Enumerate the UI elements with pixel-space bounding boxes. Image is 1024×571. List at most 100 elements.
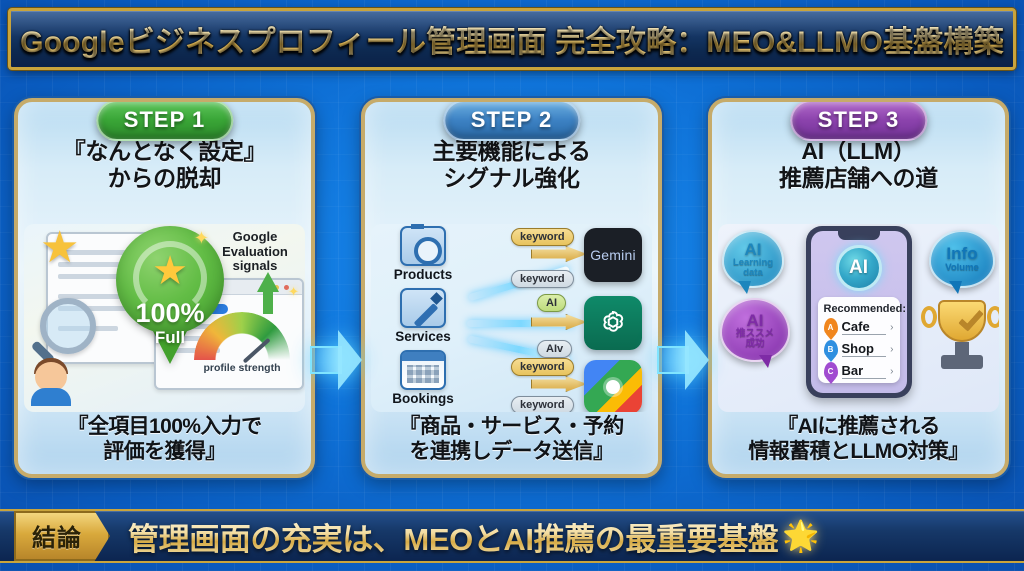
step-2-illustration: Products Services Bookings: [371, 224, 652, 412]
google-maps-app-icon: [584, 360, 642, 412]
list-item[interactable]: B Shop ›: [823, 340, 894, 358]
ai-learning-data-bubble: AI Learning data: [722, 230, 784, 294]
step-panel-2[interactable]: STEP 2 主要機能による シグナル強化 Products Services: [361, 98, 662, 478]
bubble-title: Info: [946, 244, 978, 264]
recommendation-list: Recommended: A Cafe › B Shop ›: [817, 297, 906, 383]
openai-app-icon: [584, 296, 642, 350]
chevron-right-icon: ›: [890, 365, 894, 377]
keyword-tag: keyword: [511, 396, 574, 412]
profile-strength-gauge: profile strength: [194, 312, 290, 374]
bubble-title: AI: [746, 310, 764, 330]
flow-arrow-2-icon: [657, 330, 709, 390]
header-bar: Googleビジネスプロフィール管理画面 完全攻略：MEO&LLMO基盤構築: [8, 8, 1016, 70]
star-icon: ★: [40, 224, 80, 272]
transfer-arrow-icon: [531, 376, 587, 392]
gauge-label: profile strength: [203, 362, 281, 374]
ai-orb-icon: AI: [835, 245, 882, 291]
conclusion-text: 管理画面の充実は、MEOとAI推薦の最重要基盤: [128, 514, 779, 559]
conclusion-tag-wrap: 結論: [14, 511, 110, 561]
avatar: [30, 358, 74, 406]
steps-row: STEP 1 『なんとなく設定』 からの脱却: [0, 78, 1024, 496]
source-products-label: Products: [393, 267, 453, 282]
pencil-icon: [400, 288, 446, 328]
conclusion-tag: 結論: [14, 511, 110, 561]
step-caption-1: 『全項目100%入力で 評価を獲得』: [18, 414, 311, 464]
list-item[interactable]: C Bar ›: [823, 362, 894, 380]
ai-recommendation-success-bubble: AI 推ススメ 成功: [720, 298, 790, 368]
smartphone-mockup[interactable]: AI Recommended: A Cafe › B Shop: [805, 226, 912, 398]
bubble-sub1: Learning: [732, 256, 774, 268]
map-pin-a-icon: A: [823, 318, 838, 336]
conclusion-bar: 結論 管理画面の充実は、MEOとAI推薦の最重要基盤 🌟: [0, 505, 1024, 567]
map-pin-b-icon: B: [823, 340, 838, 358]
page-title: Googleビジネスプロフィール管理画面 完全攻略：MEO&LLMO基盤構築: [20, 17, 1004, 61]
step-caption-1-line2: 評価を獲得』: [103, 439, 226, 463]
info-volume-bubble: Info Volume: [929, 230, 995, 294]
pin-star-icon: ★: [152, 249, 188, 293]
gemini-app-icon: Gemini: [584, 228, 642, 282]
pin-subtext: Full: [154, 328, 186, 347]
growth-arrow-icon: [257, 272, 279, 314]
camera-icon: [400, 224, 446, 266]
keyword-tag: AI: [537, 294, 566, 312]
transfer-arrow-icon: [531, 246, 587, 262]
step-badge-2: STEP 2: [442, 102, 581, 141]
sparkle-icon: ✦: [288, 284, 299, 299]
step-heading-2: 主要機能による シグナル強化: [365, 138, 658, 192]
source-services-label: Services: [395, 329, 451, 344]
pin-percent: 100%: [135, 298, 205, 328]
pin-letter: C: [827, 366, 834, 376]
trophy-icon: [921, 300, 999, 378]
bubble-sub1: Volume: [945, 261, 979, 273]
list-item[interactable]: A Cafe ›: [823, 318, 894, 336]
step-caption-3-line1: 『AIに推薦される: [777, 414, 940, 438]
bubble-title: AI: [744, 239, 762, 259]
chevron-right-icon: ›: [890, 321, 894, 333]
source-bookings: Bookings: [377, 350, 469, 406]
step-heading-1: 『なんとなく設定』 からの脱却: [18, 138, 311, 192]
transfer-arrow-icon: [531, 314, 587, 330]
phone-notch: [837, 231, 880, 240]
step-heading-1-line1: 『なんとなく設定』: [62, 138, 267, 164]
step-heading-3-line1: AI（LLM）: [801, 138, 916, 164]
bubble-sub2: data: [743, 266, 763, 278]
step-heading-2-line1: 主要機能による: [432, 138, 591, 164]
step-panel-1[interactable]: STEP 1 『なんとなく設定』 からの脱却: [14, 98, 315, 478]
gemini-label: Gemini: [590, 247, 636, 263]
list-item-label: Bar: [841, 363, 887, 379]
keyword-tag: keyword: [511, 228, 574, 246]
completion-pin: ★ 100% Full: [116, 226, 224, 366]
google-evaluation-signals-label: Google Evaluation signals: [222, 229, 288, 274]
step-badge-1: STEP 1: [95, 102, 234, 141]
step-caption-2-line2: を連携しデータ送信』: [409, 439, 615, 463]
step-caption-3: 『AIに推薦される 情報蓄積とLLMO対策』: [712, 414, 1005, 464]
step-caption-2-line1: 『商品・サービス・予約: [399, 414, 624, 438]
step-heading-3-line2: 推薦店舗への道: [779, 165, 938, 192]
source-services: Services: [377, 288, 469, 344]
step-1-illustration: profile strength ★ ★ 100% Full Google Ev…: [24, 224, 305, 412]
step-panel-3[interactable]: STEP 3 AI（LLM） 推薦店舗への道 AI Learning data …: [708, 98, 1009, 478]
data-stream: [467, 320, 575, 327]
source-feature-list: Products Services Bookings: [377, 224, 469, 412]
step-heading-2-line2: シグナル強化: [443, 165, 580, 192]
pin-letter: B: [827, 344, 834, 354]
flow-arrow-1-icon: [310, 330, 362, 390]
bubble-sub2: 成功: [745, 337, 765, 349]
pin-letter: A: [827, 322, 834, 332]
source-bookings-label: Bookings: [392, 391, 454, 406]
sparkle-icon: ✦: [193, 228, 209, 248]
list-item-label: Shop: [841, 341, 887, 357]
chevron-right-icon: ›: [890, 343, 894, 355]
step-heading-3: AI（LLM） 推薦店舗への道: [712, 138, 1005, 192]
keyword-tag: keyword: [511, 358, 574, 376]
bubble-sub1: 推ススメ: [735, 327, 774, 339]
source-products: Products: [377, 224, 469, 282]
conclusion-band: [0, 509, 1024, 563]
step-caption-3-line2: 情報蓄積とLLMO対策』: [748, 439, 969, 463]
step-badge-3: STEP 3: [789, 102, 928, 141]
step-heading-1-line2: からの脱却: [107, 165, 222, 192]
magnifier-icon: [40, 298, 96, 354]
keyword-tag: keyword: [511, 270, 574, 288]
step-3-illustration: AI Learning data Info Volume AI 推ススメ 成功: [718, 224, 999, 412]
